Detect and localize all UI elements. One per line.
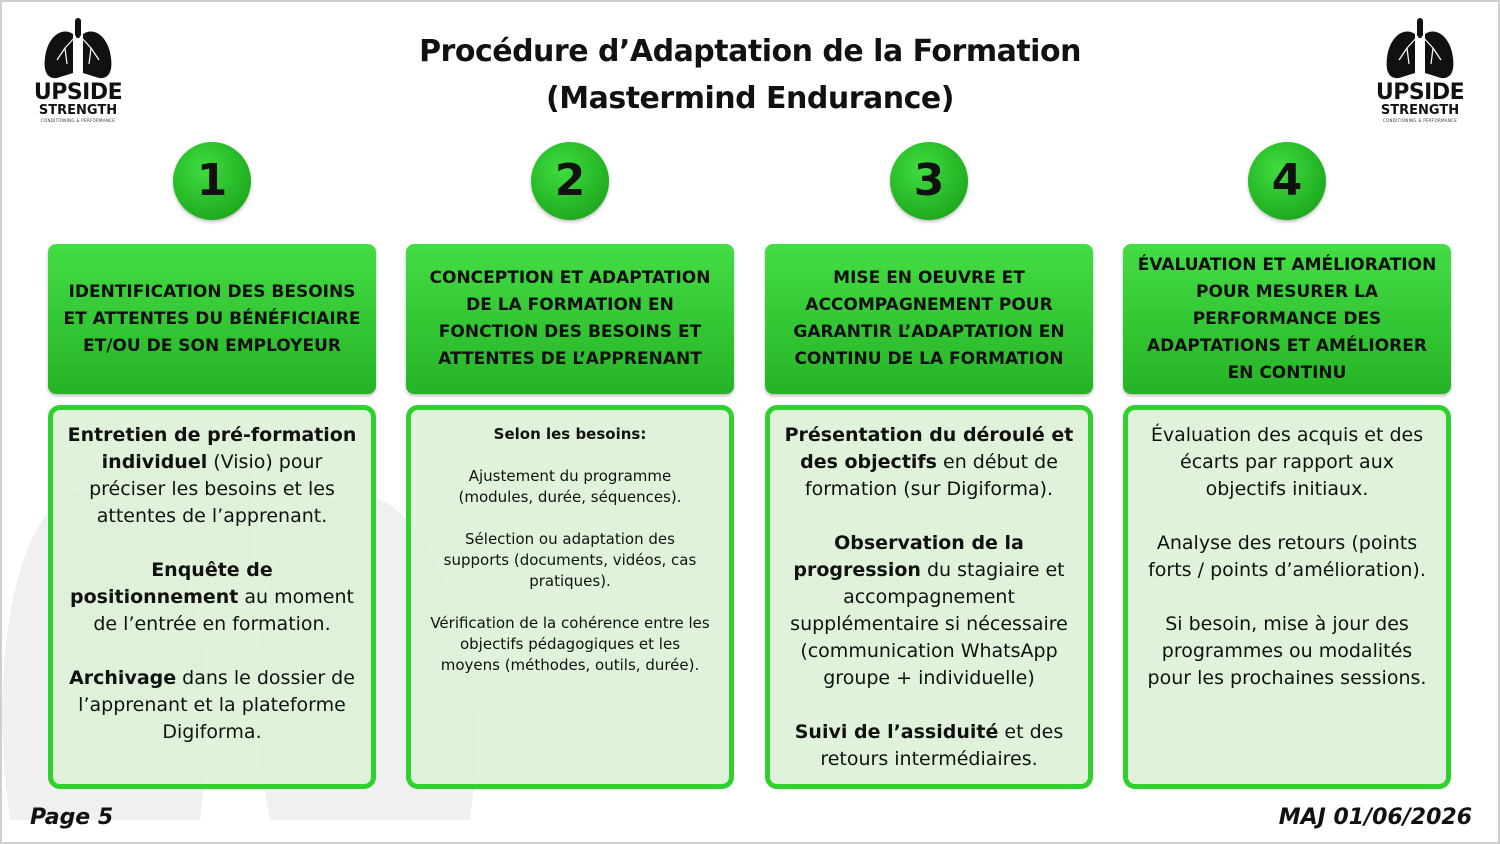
step-body-text: Sélection ou adaptation des supports (do…: [443, 530, 697, 590]
step-body-text: dans le dossier de l’apprenant et la pla…: [78, 667, 355, 743]
step-body-paragraph: Observation de la progression du stagiai…: [784, 530, 1074, 692]
brand-name-line1: UPSIDE: [33, 80, 123, 105]
step-body-paragraph: Analyse des retours (points forts / poin…: [1142, 530, 1432, 584]
step-number-2: 2: [531, 142, 609, 220]
step-number-3: 3: [890, 142, 968, 220]
step-header-text: IDENTIFICATION DES BESOINS ET ATTENTES D…: [63, 281, 361, 356]
brand-name-line2: STRENGTH: [1380, 103, 1460, 118]
step-body-bold-text: Enquête de positionnement: [70, 559, 273, 608]
step-body-bold-text: Archivage: [69, 667, 177, 689]
step-body-paragraph: Présentation du déroulé et des objectifs…: [784, 422, 1074, 503]
step-header-1: IDENTIFICATION DES BESOINS ET ATTENTES D…: [48, 244, 376, 394]
step-body-text: Vérification de la cohérence entre les o…: [430, 614, 710, 674]
step-header-text: ÉVALUATION ET AMÉLIORATION POUR MESURER …: [1137, 254, 1437, 383]
step-header-3: MISE EN OEUVRE ET ACCOMPAGNEMENT POUR GA…: [765, 244, 1093, 394]
brand-logo-left: UPSIDE STRENGTH CONDITIONING & PERFORMAN…: [28, 18, 128, 123]
step-header-4: ÉVALUATION ET AMÉLIORATION POUR MESURER …: [1123, 244, 1451, 394]
step-number-1: 1: [173, 142, 251, 220]
step-body-text: et des retours intermédiaires.: [820, 721, 1064, 770]
step-body-bold-text: Suivi de l’assiduité: [794, 721, 999, 743]
brand-name-line2: STRENGTH: [38, 103, 118, 118]
step-body-1: Entretien de pré-formation individuel (V…: [48, 405, 376, 789]
page-title: Procédure d’Adaptation de la Formation (…: [300, 28, 1200, 122]
step-body-text: Ajustement du programme (modules, durée,…: [458, 467, 682, 506]
step-body-text: Analyse des retours (points forts / poin…: [1148, 532, 1426, 581]
step-body-3: Présentation du déroulé et des objectifs…: [765, 405, 1093, 789]
step-body-paragraph: Suivi de l’assiduité et des retours inte…: [784, 719, 1074, 773]
step-body-4: Évaluation des acquis et des écarts par …: [1123, 405, 1451, 789]
update-date: MAJ 01/06/2026: [1278, 805, 1472, 830]
brand-name-line1: UPSIDE: [1375, 80, 1465, 105]
step-body-paragraph: Si besoin, mise à jour des programmes ou…: [1142, 611, 1432, 692]
step-body-paragraph: Sélection ou adaptation des supports (do…: [425, 529, 715, 592]
step-body-paragraph: Archivage dans le dossier de l’apprenant…: [67, 665, 357, 746]
step-body-paragraph: Vérification de la cohérence entre les o…: [425, 613, 715, 676]
step-body-paragraph: Évaluation des acquis et des écarts par …: [1142, 422, 1432, 503]
step-body-paragraph: Enquête de positionnement au moment de l…: [67, 557, 357, 638]
step-body-text: du stagiaire et accompagnement supplémen…: [790, 559, 1068, 689]
step-body-bold-text: Entretien de pré-formation individuel: [67, 424, 357, 473]
step-body-text: en début de formation (sur Digiforma).: [804, 451, 1058, 500]
page-title-line2: (Mastermind Endurance): [546, 81, 954, 116]
step-body-paragraph: Entretien de pré-formation individuel (V…: [67, 422, 357, 530]
step-body-bold-text: Selon les besoins:: [493, 425, 647, 443]
step-header-text: MISE EN OEUVRE ET ACCOMPAGNEMENT POUR GA…: [793, 268, 1065, 369]
step-body-text: au moment de l’entrée en formation.: [93, 586, 354, 635]
lungs-icon: [44, 18, 112, 79]
step-body-paragraph: Ajustement du programme (modules, durée,…: [425, 466, 715, 508]
page-title-line1: Procédure d’Adaptation de la Formation: [419, 34, 1081, 69]
step-body-2: Selon les besoins: Ajustement du programm…: [406, 405, 734, 789]
step-body-bold-text: Observation de la progression: [793, 532, 1024, 581]
step-body-text: (Visio) pour préciser les besoins et les…: [89, 451, 335, 527]
step-body-bold-text: Présentation du déroulé et des objectifs: [784, 424, 1074, 473]
brand-tagline: CONDITIONING & PERFORMANCE: [1382, 118, 1458, 123]
brand-logo-right: UPSIDE STRENGTH CONDITIONING & PERFORMAN…: [1370, 18, 1470, 123]
step-body-text: Si besoin, mise à jour des programmes ou…: [1147, 613, 1427, 689]
step-header-2: CONCEPTION ET ADAPTATION DE LA FORMATION…: [406, 244, 734, 394]
step-number-4: 4: [1248, 142, 1326, 220]
page-number: Page 5: [30, 805, 114, 830]
step-body-text: Évaluation des acquis et des écarts par …: [1150, 424, 1424, 500]
brand-tagline: CONDITIONING & PERFORMANCE: [40, 118, 116, 123]
step-body-paragraph: Selon les besoins:: [425, 424, 715, 445]
lungs-icon: [1386, 18, 1454, 79]
step-header-text: CONCEPTION ET ADAPTATION DE LA FORMATION…: [429, 268, 711, 369]
